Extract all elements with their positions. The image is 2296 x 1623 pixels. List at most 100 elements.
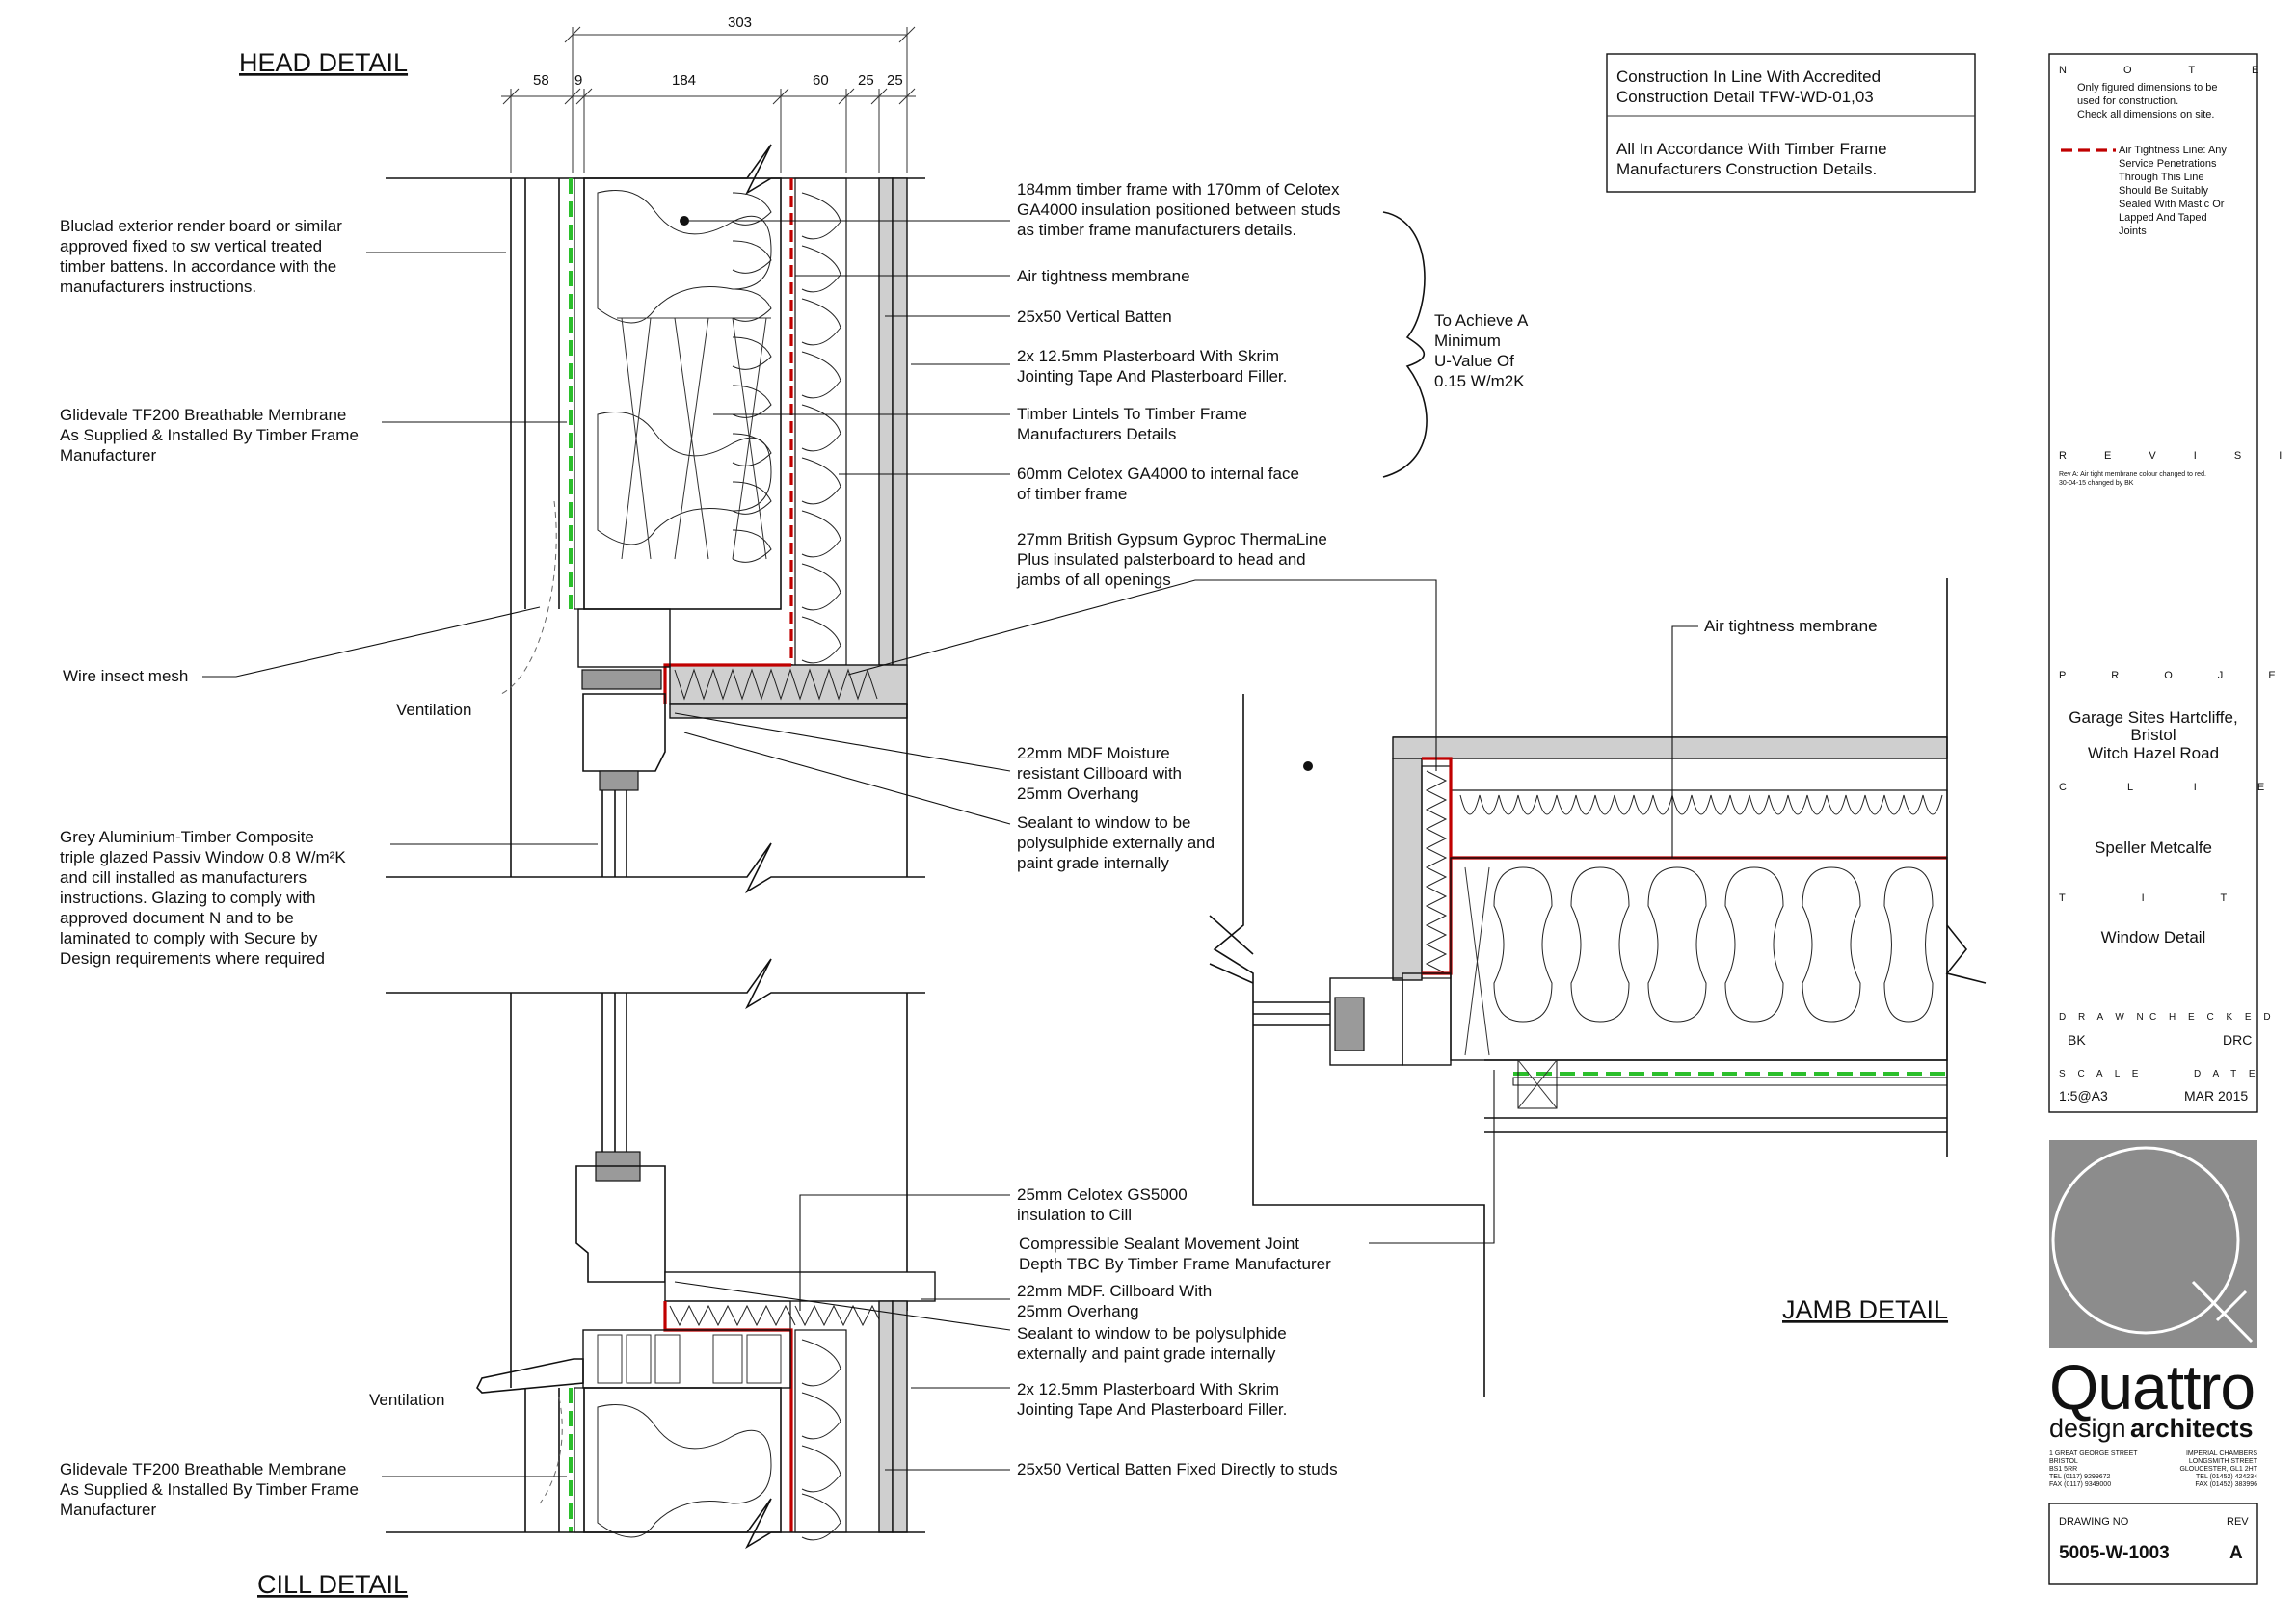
label-u-value-2: U-Value Of [1434, 352, 1514, 370]
label-timber-frame-1: GA4000 insulation positioned between stu… [1017, 200, 1341, 219]
label-compressible-1: Depth TBC By Timber Frame Manufacturer [1019, 1255, 1331, 1273]
label-window-5: laminated to comply with Secure by [60, 929, 318, 947]
drawn-heading: D R A W N [2059, 1012, 2149, 1023]
label-mdf-1: resistant Cillboard with [1017, 764, 1182, 783]
rev-label: REV [2227, 1516, 2249, 1528]
label-celotex60-1: of timber frame [1017, 485, 1127, 503]
dim-60: 60 [813, 72, 829, 89]
label-cill-glidevale-1: As Supplied & Installed By Timber Frame [60, 1480, 359, 1499]
label-ventilation-cill: Ventilation [369, 1391, 444, 1409]
head-labels-left: Bluclad exterior render board or similar… [60, 217, 598, 968]
label-cill-celotex-0: 25mm Celotex GS5000 [1017, 1185, 1188, 1204]
address-right-3: TEL (01452) 424234 [2196, 1474, 2257, 1480]
label-cill-glidevale-0: Glidevale TF200 Breathable Membrane [60, 1460, 346, 1478]
label-glidevale-2: Manufacturer [60, 446, 156, 465]
revision-text-0: Rev A: Air tight membrane colour changed… [2059, 471, 2206, 478]
label-cill-mdf-1: 25mm Overhang [1017, 1302, 1139, 1320]
label-cill-sealant-0: Sealant to window to be polysulphide [1017, 1324, 1287, 1343]
legend-text-3: Should Be Suitably [2119, 185, 2208, 197]
project-0: Garage Sites Hartcliffe, [2069, 708, 2237, 727]
construction-line2-0: All In Accordance With Timber Frame [1616, 140, 1887, 158]
cill-labels: Ventilation Glidevale TF200 Breathable M… [60, 1070, 1495, 1519]
label-bluclad-2: timber battens. In accordance with the [60, 257, 336, 276]
label-gyproc-0: 27mm British Gypsum Gyproc ThermaLine [1017, 530, 1327, 548]
notes-text-1: used for construction. [2077, 95, 2178, 107]
address-right-1: LONGSMITH STREET [2189, 1458, 2258, 1465]
rev-value: A [2229, 1543, 2243, 1563]
construction-note-box: Construction In Line With Accredited Con… [1606, 53, 1976, 193]
label-timber-frame-2: as timber frame manufacturers details. [1017, 221, 1296, 239]
label-u-value-3: 0.15 W/m2K [1434, 372, 1525, 390]
label-ventilation-head: Ventilation [396, 701, 471, 719]
label-mdf-0: 22mm MDF Moisture [1017, 744, 1170, 762]
label-gyproc-2: jambs of all openings [1016, 571, 1171, 589]
label-gyproc-1: Plus insulated palsterboard to head and [1017, 550, 1306, 569]
label-plasterboard-0: 2x 12.5mm Plasterboard With Skrim [1017, 347, 1279, 365]
label-celotex60-0: 60mm Celotex GA4000 to internal face [1017, 465, 1299, 483]
notes-heading: N O T E S [2059, 65, 2296, 76]
label-cill-plasterboard-1: Jointing Tape And Plasterboard Filler. [1017, 1400, 1287, 1419]
project-2: Witch Hazel Road [2088, 744, 2219, 762]
quattro-logo [2049, 1140, 2257, 1348]
construction-line1-0: Construction In Line With Accredited [1616, 67, 1881, 86]
label-sealant-0: Sealant to window to be [1017, 813, 1191, 832]
label-plasterboard-1: Jointing Tape And Plasterboard Filler. [1017, 367, 1287, 386]
address-left-3: TEL (0117) 9299672 [2049, 1474, 2111, 1480]
company-sub-light: design [2049, 1414, 2126, 1443]
label-wire-mesh: Wire insect mesh [63, 667, 188, 685]
label-cill-glidevale-2: Manufacturer [60, 1501, 156, 1519]
label-lintels-1: Manufacturers Details [1017, 425, 1176, 443]
dim-25b: 25 [887, 72, 903, 89]
legend-text-2: Through This Line [2119, 172, 2203, 183]
title-heading: T I T L E [2059, 892, 2296, 904]
label-u-value-0: To Achieve A [1434, 311, 1529, 330]
dimension-string: 303 58 9 184 60 25 25 [501, 14, 916, 173]
label-batten: 25x50 Vertical Batten [1017, 307, 1172, 326]
drawing-no: 5005-W-1003 [2059, 1543, 2170, 1563]
company-name: Quattro [2049, 1351, 2255, 1423]
label-sealant-2: paint grade internally [1017, 854, 1169, 872]
address-left-1: BRISTOL [2049, 1458, 2078, 1465]
project-heading: P R O J E C T [2059, 670, 2296, 681]
label-sealant-1: polysulphide externally and [1017, 834, 1215, 852]
jamb-labels: Air tightness membrane [1671, 617, 1878, 858]
dim-25a: 25 [858, 72, 874, 89]
legend-text-5: Lapped And Taped [2119, 212, 2207, 224]
label-cill-celotex-1: insulation to Cill [1017, 1206, 1132, 1224]
date-value: MAR 2015 [2184, 1088, 2248, 1104]
label-u-value-1: Minimum [1434, 332, 1501, 350]
label-bluclad-0: Bluclad exterior render board or similar [60, 217, 342, 235]
label-mdf-2: 25mm Overhang [1017, 785, 1139, 803]
label-window-0: Grey Aluminium-Timber Composite [60, 828, 314, 846]
label-compressible-0: Compressible Sealant Movement Joint [1019, 1235, 1299, 1253]
label-lintels-0: Timber Lintels To Timber Frame [1017, 405, 1247, 423]
dim-184: 184 [672, 72, 696, 89]
label-cill-sealant-1: externally and paint grade internally [1017, 1344, 1276, 1363]
head-labels-right: 184mm timber frame with 170mm of Celotex… [674, 180, 1529, 872]
legend-text-4: Sealed With Mastic Or [2119, 199, 2225, 210]
head-detail-section [386, 144, 925, 894]
client-heading: C L I E N T [2059, 782, 2296, 793]
label-glidevale-0: Glidevale TF200 Breathable Membrane [60, 406, 346, 424]
construction-line2-1: Manufacturers Construction Details. [1616, 160, 1877, 178]
label-window-1: triple glazed Passiv Window 0.8 W/m²K [60, 848, 346, 866]
drawing-no-label: DRAWING NO [2059, 1516, 2129, 1528]
dim-58: 58 [533, 72, 549, 89]
scale-value: 1:5@A3 [2059, 1088, 2108, 1104]
label-jamb-air-tightness: Air tightness membrane [1704, 617, 1878, 635]
project-1: Bristol [2130, 726, 2176, 744]
dim-overall: 303 [728, 14, 752, 31]
head-detail-title: HEAD DETAIL [239, 48, 408, 77]
label-window-2: and cill installed as manufacturers [60, 868, 307, 887]
label-air-tightness: Air tightness membrane [1017, 267, 1190, 285]
jamb-detail-section [1209, 578, 1987, 1397]
legend-text-1: Service Penetrations [2119, 158, 2217, 170]
client-name: Speller Metcalfe [2095, 838, 2212, 857]
label-bluclad-3: manufacturers instructions. [60, 278, 256, 296]
label-window-6: Design requirements where required [60, 949, 325, 968]
label-cill-mdf-0: 22mm MDF. Cillboard With [1017, 1282, 1212, 1300]
cill-detail-title: CILL DETAIL [257, 1570, 408, 1599]
checked-heading: C H E C K E D [2149, 1012, 2276, 1023]
label-cill-plasterboard-0: 2x 12.5mm Plasterboard With Skrim [1017, 1380, 1279, 1398]
